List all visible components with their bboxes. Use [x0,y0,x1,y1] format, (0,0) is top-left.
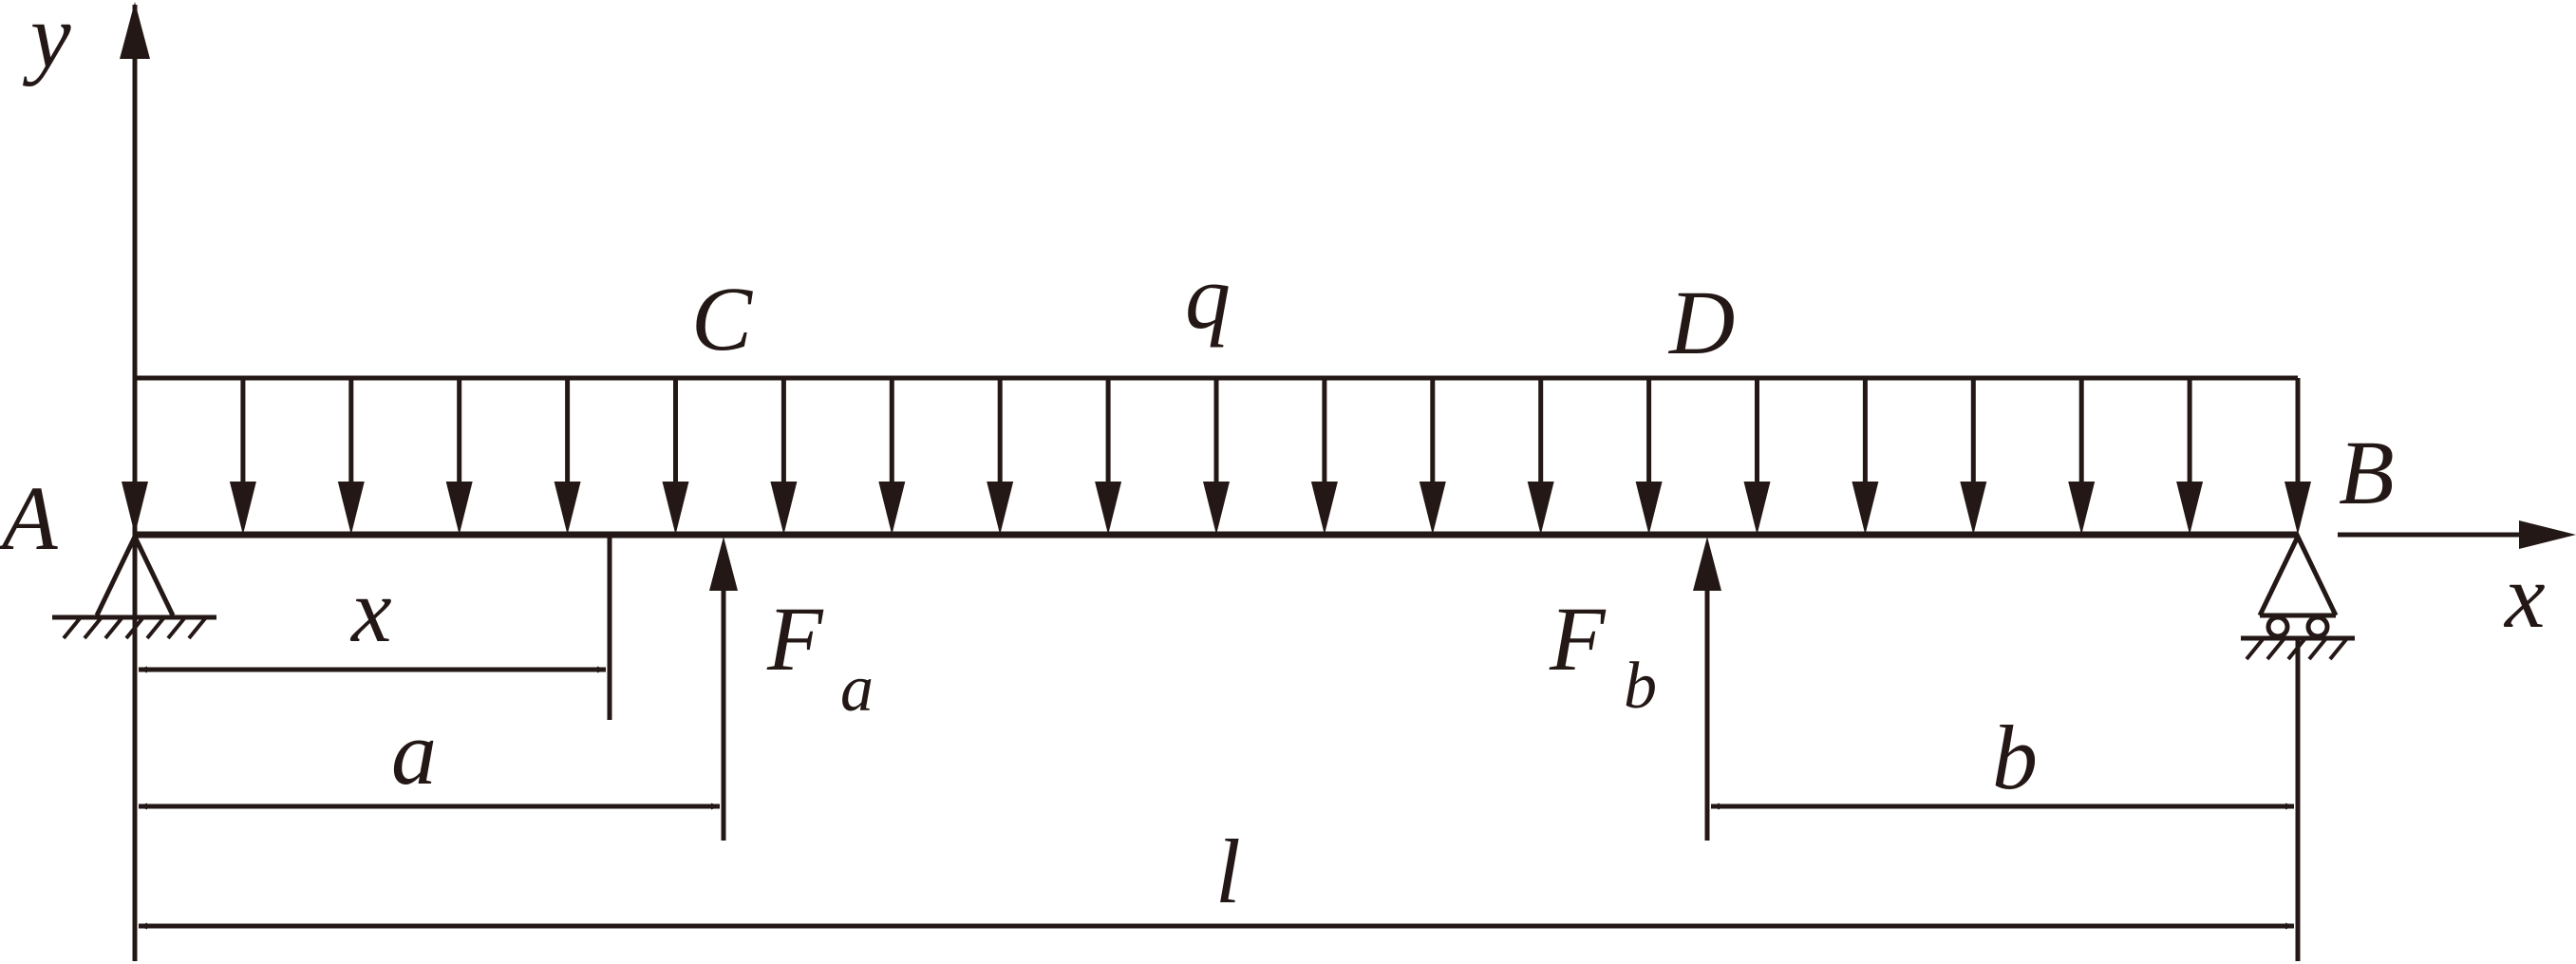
roller-wheel-left [2266,614,2290,639]
load-arrow-head [1310,482,1338,535]
load-arrow-head [1852,482,1879,535]
point-b-label: B [2339,422,2395,523]
force-fa-label: F [766,588,824,690]
roller-wheel-right [2305,614,2330,639]
distributed-load-arrows [122,378,2311,535]
force-fa-subscript: a [840,652,874,726]
y-axis-label: y [22,0,71,86]
load-arrow-head [662,482,689,535]
x-axis-label: x [2503,545,2546,647]
dimension-b-label: b [1992,707,2038,808]
dimension-a-label: a [391,702,437,803]
load-arrow-head [1203,482,1230,535]
load-arrow-head [770,482,798,535]
load-arrow-head [2176,482,2204,535]
pin-support-a [52,531,216,640]
dimension-l-label: l [1215,821,1241,922]
load-arrow-head [122,482,148,535]
point-c-label: C [691,268,753,369]
load-arrow-head [2068,482,2096,535]
load-arrow-head [878,482,906,535]
dimension-x-label: x [349,559,392,661]
force-fb-arrowhead [1693,537,1721,591]
load-arrow-head [1095,482,1122,535]
x-axis-arrowhead [2519,520,2576,549]
load-arrow-head [229,482,256,535]
load-arrow-head [554,482,581,535]
roller-support-b [2241,531,2355,661]
load-arrow-head [987,482,1014,535]
point-d-label: D [1667,272,1735,373]
point-a-label: A [0,467,58,569]
load-q-label: q [1185,246,1231,348]
load-arrow-head [1743,482,1771,535]
load-arrow-head [1527,482,1554,535]
load-arrow-head [1635,482,1663,535]
load-arrow-head [1419,482,1446,535]
load-arrow-head [445,482,473,535]
force-fa-arrowhead [709,537,738,591]
load-arrow-head [1960,482,1987,535]
y-axis-arrowhead [120,2,150,59]
force-fb-label: F [1549,588,1607,690]
load-arrow-head [337,482,365,535]
force-fb-subscript: b [1624,650,1657,723]
load-arrow-head [2285,482,2311,535]
